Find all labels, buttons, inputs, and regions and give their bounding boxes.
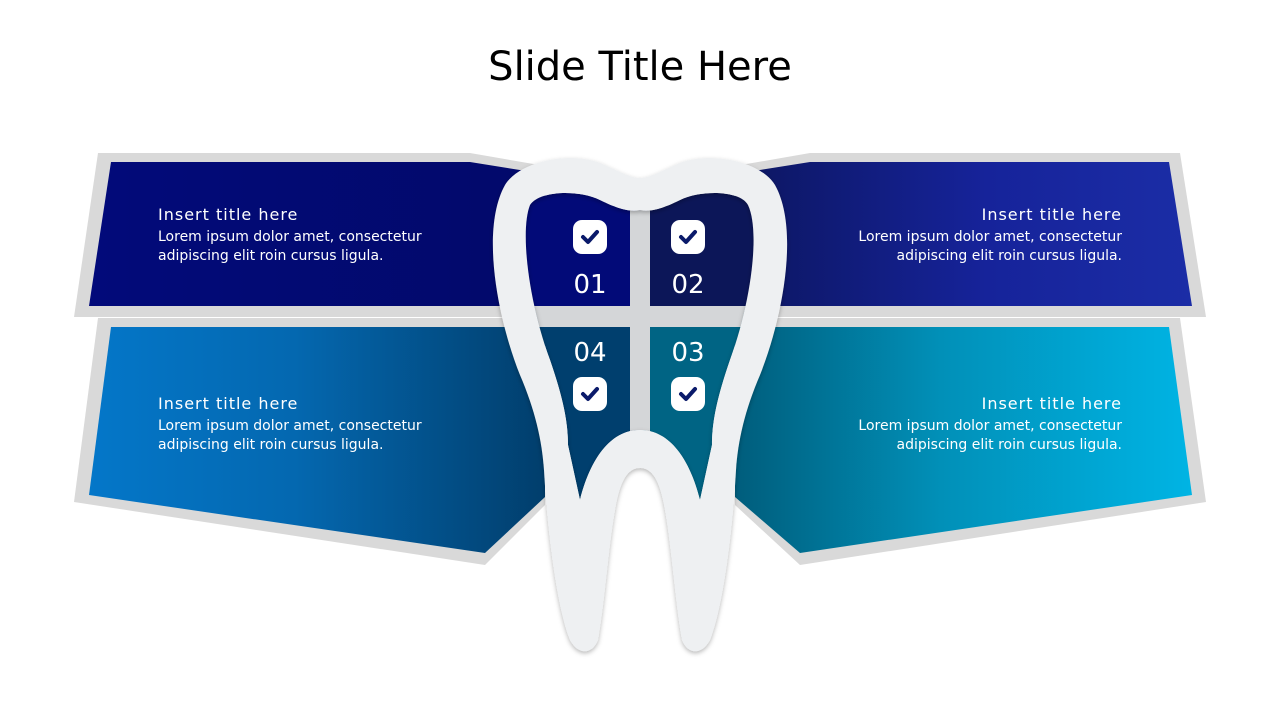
panel-04-shape: [74, 318, 545, 565]
quadrant-number-02: 02: [671, 270, 705, 300]
panel-title: Insert title here: [158, 394, 299, 413]
panel-title: Insert title here: [158, 205, 299, 224]
panel-title: Insert title here: [981, 205, 1122, 224]
panel-01-text: Insert title here Lorem ipsum dolor amet…: [158, 205, 422, 266]
tooth-outline: [492, 157, 788, 652]
check-icon: [573, 220, 607, 254]
panel-body-line: Lorem ipsum dolor amet, consectetur: [158, 418, 422, 434]
panel-title: Insert title here: [981, 394, 1122, 413]
panel-04-text: Insert title here Lorem ipsum dolor amet…: [158, 394, 422, 455]
check-icon: [671, 220, 705, 254]
panel-02-shape: [735, 153, 1206, 317]
panel-03-shape: [735, 318, 1206, 565]
panel-body-line: Lorem ipsum dolor amet, consectetur: [858, 229, 1122, 245]
panel-body-line: Lorem ipsum dolor amet, consectetur: [858, 418, 1122, 434]
panel-body-line: adipiscing elit roin cursus ligula.: [896, 248, 1122, 264]
quadrant-number-04: 04: [573, 338, 607, 368]
panel-01-shape: [74, 153, 545, 317]
check-icon: [671, 377, 705, 411]
quadrant-number-01: 01: [573, 270, 607, 300]
slide-title: Slide Title Here: [488, 44, 792, 90]
panel-body-line: Lorem ipsum dolor amet, consectetur: [158, 229, 422, 245]
panel-body-line: adipiscing elit roin cursus ligula.: [896, 437, 1122, 453]
quadrant-number-03: 03: [671, 338, 705, 368]
panel-02-text: Insert title here Lorem ipsum dolor amet…: [858, 205, 1122, 266]
panel-03-text: Insert title here Lorem ipsum dolor amet…: [858, 394, 1122, 455]
check-icon: [573, 377, 607, 411]
panel-body-line: adipiscing elit roin cursus ligula.: [158, 248, 384, 264]
panel-body-line: adipiscing elit roin cursus ligula.: [158, 437, 384, 453]
